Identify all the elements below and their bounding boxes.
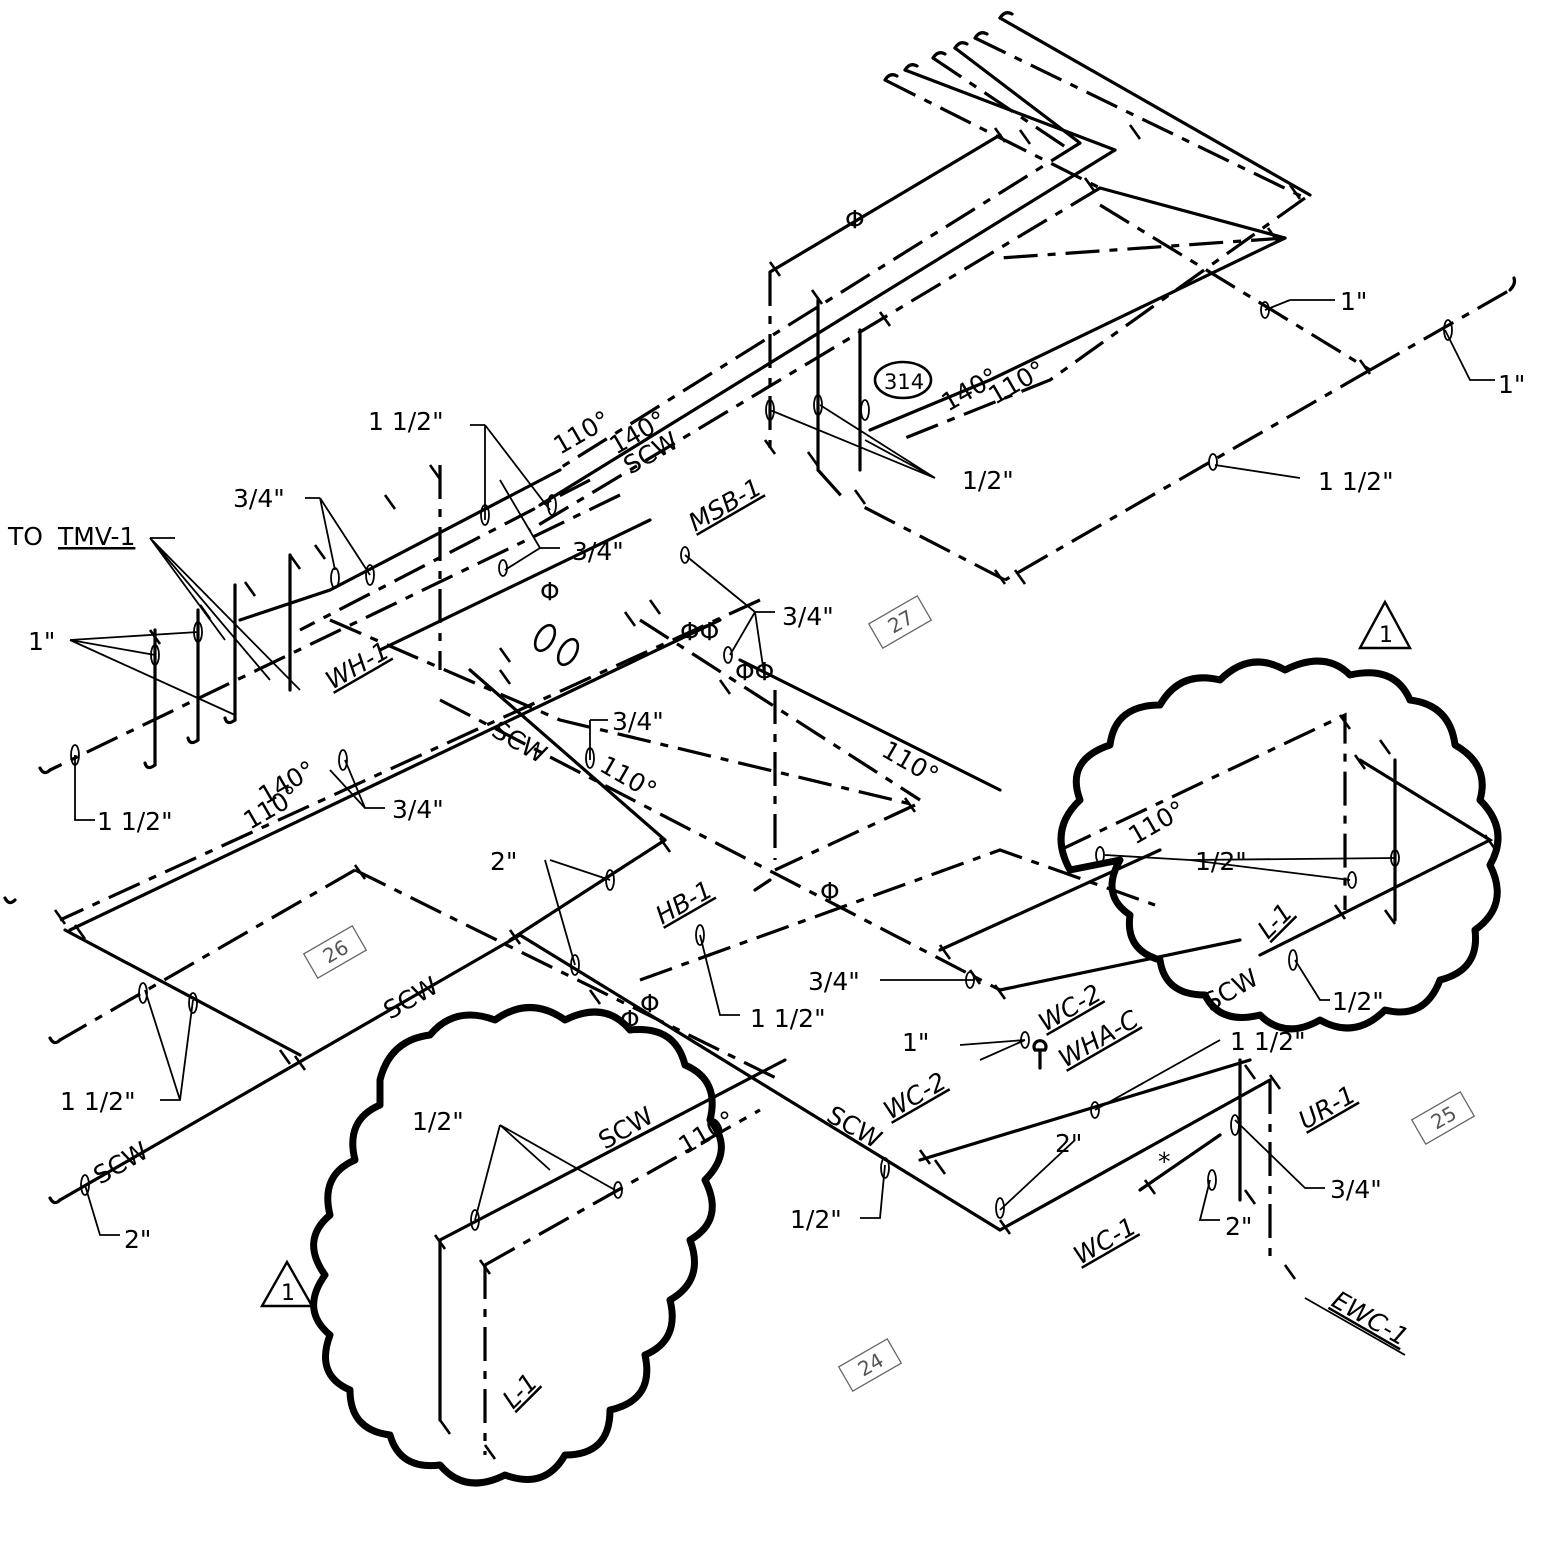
- size-label: 1/2": [962, 466, 1014, 495]
- fixture-wc-1: WC-1: [1069, 1212, 1142, 1271]
- tag-314: 314: [884, 370, 924, 394]
- upper-mains: [529, 11, 1517, 585]
- size-label: 1": [1498, 370, 1525, 399]
- size-label: 1 1/2": [1318, 467, 1394, 496]
- scw-label: SCW: [487, 715, 552, 769]
- size-label: 2": [1055, 1129, 1082, 1158]
- svg-text:26: 26: [319, 935, 353, 969]
- fixture-l-1b: L-1: [497, 1368, 544, 1415]
- size-label: 1 1/2": [1230, 1027, 1306, 1056]
- valve-symbol-1: [533, 623, 557, 653]
- scw-label: SCW: [1199, 963, 1264, 1017]
- revision-cloud-right: [1057, 657, 1502, 1033]
- temp-label: 110°: [984, 355, 1051, 410]
- valve-phi-1: Φ: [845, 205, 865, 234]
- scw-label: SCW: [89, 1136, 154, 1190]
- size-label: 1 1/2": [750, 1004, 826, 1033]
- leaders: [69, 299, 1495, 1356]
- size-label: 1": [902, 1028, 929, 1057]
- fixture-wh-1: WH-1: [321, 636, 395, 695]
- fixture-wc-2b: WC-2: [879, 1067, 952, 1126]
- pipe-labels: 110° 140° SCW 140° 110° 140° 110° SCW 11…: [89, 355, 1264, 1190]
- size-label: 1/2": [1195, 847, 1247, 876]
- rev-number-left: 1: [281, 1281, 295, 1306]
- room-tag-25: 25: [1410, 1090, 1476, 1146]
- valve-star: *: [1158, 1147, 1171, 1176]
- valve-phi-3: ΦΦ: [680, 617, 719, 646]
- room-tag-27: 27: [867, 594, 933, 650]
- size-label: 1/2": [1332, 987, 1384, 1016]
- temp-label: 110°: [549, 405, 616, 460]
- size-labels: 1" 1" 1 1/2" 1/2" 1 1/2" 3/4" 3/4" 1" 1 …: [28, 287, 1525, 1254]
- svg-text:TO: TO: [7, 522, 43, 551]
- size-label: 2": [490, 847, 517, 876]
- rev-triangle-left: [259, 1259, 315, 1308]
- size-label: 3/4": [233, 484, 285, 513]
- valve-symbol-2: [556, 637, 580, 667]
- fixture-msb-1: MSB-1: [684, 473, 767, 538]
- svg-text:24: 24: [854, 1348, 888, 1382]
- valve-phi-2: Φ: [540, 577, 560, 606]
- scw-label: SCW: [379, 971, 444, 1025]
- middle-mains: [3, 464, 1297, 1280]
- fixture-tmv-1: TMV-1: [57, 522, 135, 551]
- size-label: 2": [124, 1225, 151, 1254]
- size-label: 1": [28, 627, 55, 656]
- to-tmv-label: TO TMV-1: [7, 522, 175, 551]
- svg-text:27: 27: [884, 605, 918, 639]
- fixture-hb-1: HB-1: [651, 875, 718, 930]
- svg-text:25: 25: [1427, 1101, 1461, 1135]
- size-label: 3/4": [612, 707, 664, 736]
- room-tag-26: 26: [302, 924, 368, 980]
- size-label: 1 1/2": [368, 407, 444, 436]
- size-label: 1 1/2": [60, 1087, 136, 1116]
- size-markers: [70, 301, 1453, 1231]
- rev-triangle-right: [1357, 599, 1413, 650]
- size-label: 3/4": [808, 967, 860, 996]
- fixture-l-1a: L-1: [1252, 898, 1299, 945]
- scw-label: SCW: [594, 1101, 659, 1155]
- size-label: 3/4": [392, 795, 444, 824]
- scw-label: SCW: [822, 1100, 887, 1154]
- fixture-ur-1: UR-1: [1294, 1080, 1361, 1135]
- room-tag-24: 24: [837, 1337, 903, 1393]
- size-label: 3/4": [782, 602, 834, 631]
- valve-phi-6: Φ: [640, 989, 660, 1018]
- temp-label: 110°: [877, 735, 944, 790]
- size-label: 1/2": [790, 1205, 842, 1234]
- tag-314-ellipse: [873, 360, 933, 400]
- size-label: 1": [1340, 287, 1367, 316]
- size-label: 3/4": [1330, 1175, 1382, 1204]
- valve-phi-5: Φ: [820, 877, 840, 906]
- rev-number-right: 1: [1379, 623, 1393, 648]
- size-label: 2": [1225, 1212, 1252, 1241]
- valve-phi-4: ΦΦ: [735, 657, 774, 686]
- size-label: 1/2": [412, 1107, 464, 1136]
- valves: Φ Φ ΦΦ ΦΦ Φ Φ Φ *: [533, 205, 1171, 1176]
- revision-cloud-left: [310, 1004, 725, 1487]
- size-label: 3/4": [572, 537, 624, 566]
- size-label: 1 1/2": [97, 807, 173, 836]
